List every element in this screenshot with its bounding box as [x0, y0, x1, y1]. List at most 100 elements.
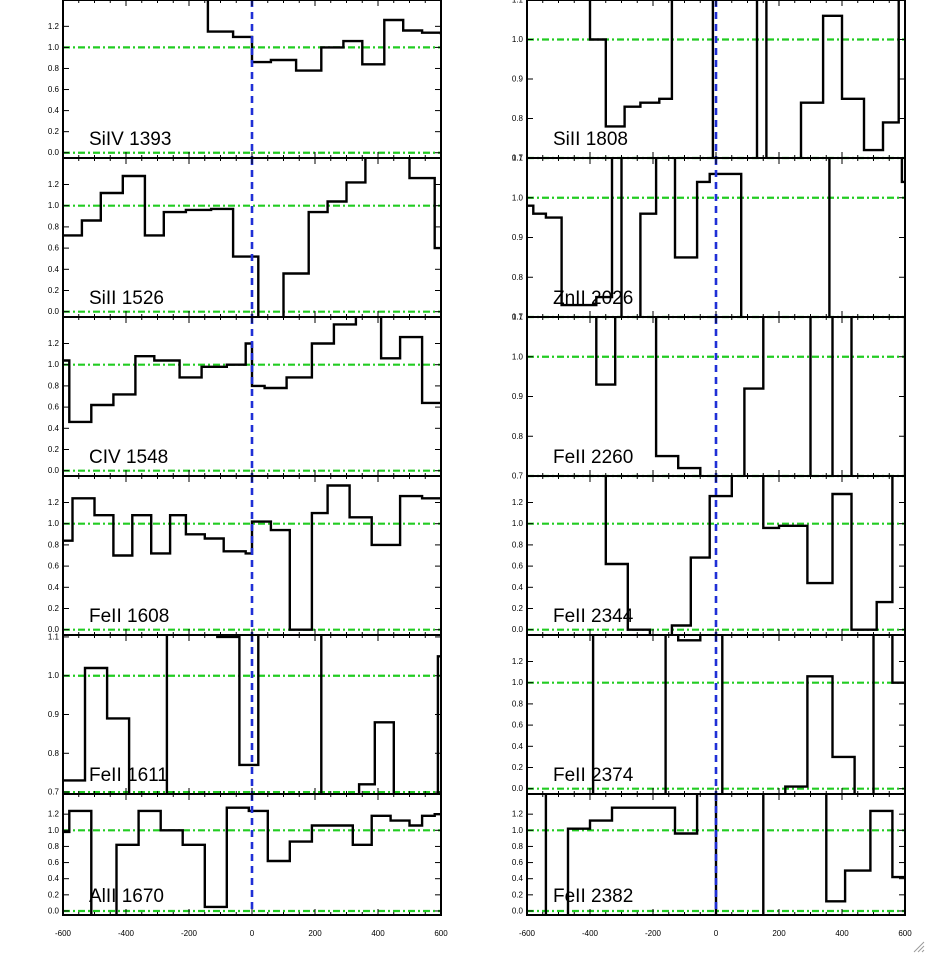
x-tick-label: -200	[645, 929, 662, 938]
x-tick-label: 400	[835, 929, 849, 938]
y-tick-label: 0.2	[48, 127, 60, 136]
y-tick-label: 1.2	[512, 498, 524, 507]
spectrum-line-feii-1611	[63, 635, 441, 794]
y-tick-label: 0.6	[512, 721, 524, 730]
y-tick-label: 1.1	[48, 632, 60, 641]
y-tick-label: 0.7	[512, 472, 524, 481]
y-tick-label: 1.0	[512, 352, 524, 361]
ion-label: FeII 2344	[553, 606, 634, 627]
x-tick-label: -400	[118, 929, 135, 938]
y-tick-label: 0.6	[48, 244, 60, 253]
y-tick-label: 0.9	[512, 233, 524, 242]
y-tick-label: 0.4	[512, 583, 524, 592]
spectrum-line-siii-1808	[588, 0, 900, 158]
y-tick-label: 0.8	[48, 842, 60, 851]
y-tick-label: 0.8	[512, 432, 524, 441]
y-tick-label: 0.7	[512, 313, 524, 322]
y-tick-label: 0.2	[48, 445, 60, 454]
y-tick-label: 0.4	[48, 424, 60, 433]
ion-label: SiII 1808	[553, 129, 628, 150]
ion-label: AlII 1670	[89, 886, 164, 907]
ion-label: FeII 2260	[553, 447, 633, 468]
x-tick-label: 0	[250, 929, 255, 938]
y-tick-label: 0.0	[512, 784, 524, 793]
y-tick-label: 1.2	[48, 22, 60, 31]
y-tick-label: 0.8	[512, 273, 524, 282]
y-tick-label: 1.0	[48, 826, 60, 835]
y-tick-label: 0.2	[48, 890, 60, 899]
ion-label: FeII 2382	[553, 886, 633, 907]
y-tick-label: 0.6	[48, 403, 60, 412]
x-tick-label: -200	[181, 929, 198, 938]
ion-label: FeII 1611	[89, 765, 168, 786]
x-tick-label: 600	[434, 929, 448, 938]
y-tick-label: 1.1	[512, 0, 524, 5]
spectrum-line-alii-1670	[63, 806, 441, 915]
y-tick-label: 0.0	[48, 906, 60, 915]
y-tick-label: 0.4	[48, 106, 60, 115]
x-tick-label: 400	[371, 929, 385, 938]
y-tick-label: 0.2	[512, 604, 524, 613]
y-tick-label: 1.0	[512, 826, 524, 835]
y-tick-label: 0.6	[48, 858, 60, 867]
ion-label: FeII 1608	[89, 606, 169, 627]
x-tick-label: -400	[582, 929, 599, 938]
y-tick-label: 0.0	[48, 307, 60, 316]
y-tick-label: 0.8	[512, 842, 524, 851]
y-tick-label: 0.6	[512, 858, 524, 867]
y-tick-label: 1.0	[48, 671, 60, 680]
spectrum-line-civ-1548	[63, 317, 441, 424]
y-tick-label: 1.0	[512, 193, 524, 202]
ion-label: SiII 1526	[89, 288, 164, 309]
y-tick-label: 1.2	[48, 180, 60, 189]
y-tick-label: 0.8	[512, 699, 524, 708]
resize-grip-icon[interactable]	[911, 939, 925, 953]
y-tick-label: 0.9	[48, 710, 60, 719]
x-tick-label: 200	[772, 929, 786, 938]
y-tick-label: 1.2	[512, 657, 524, 666]
y-tick-label: 0.0	[512, 906, 524, 915]
y-tick-label: 0.0	[48, 466, 60, 475]
y-tick-label: 0.2	[512, 890, 524, 899]
spectrum-line-feii-1608	[63, 484, 441, 631]
y-tick-label: 0.0	[512, 625, 524, 634]
x-tick-label: 0	[714, 929, 719, 938]
y-tick-label: 1.0	[512, 35, 524, 44]
ion-label: CIV 1548	[89, 447, 168, 468]
y-tick-label: 1.2	[48, 810, 60, 819]
y-tick-label: 0.4	[512, 874, 524, 883]
y-tick-label: 0.0	[48, 625, 60, 634]
y-tick-label: 0.8	[512, 114, 524, 123]
spectrum-line-feii-2344	[604, 476, 894, 635]
y-tick-label: 0.6	[512, 562, 524, 571]
y-tick-label: 0.0	[48, 148, 60, 157]
y-tick-label: 0.2	[48, 286, 60, 295]
spectrum-line-znii-2026	[527, 158, 905, 317]
y-tick-label: 0.7	[48, 788, 60, 797]
y-tick-label: 0.2	[48, 604, 60, 613]
y-tick-label: 1.0	[512, 678, 524, 687]
y-tick-label: 1.0	[48, 43, 60, 52]
y-tick-label: 1.0	[512, 519, 524, 528]
y-tick-label: 0.8	[48, 540, 60, 549]
y-tick-label: 0.4	[512, 742, 524, 751]
y-tick-label: 0.8	[48, 749, 60, 758]
spectrum-line-siiv-1393	[206, 0, 441, 72]
y-tick-label: 0.6	[48, 85, 60, 94]
spectrum-line-siii-1526	[63, 158, 441, 317]
y-tick-label: 1.2	[48, 498, 60, 507]
y-tick-label: 0.7	[512, 154, 524, 163]
y-tick-label: 0.2	[512, 763, 524, 772]
y-tick-label: 0.8	[48, 222, 60, 231]
y-tick-label: 1.2	[48, 339, 60, 348]
y-tick-label: 1.1	[512, 154, 524, 163]
y-tick-label: 0.8	[48, 64, 60, 73]
x-tick-label: -600	[519, 929, 536, 938]
